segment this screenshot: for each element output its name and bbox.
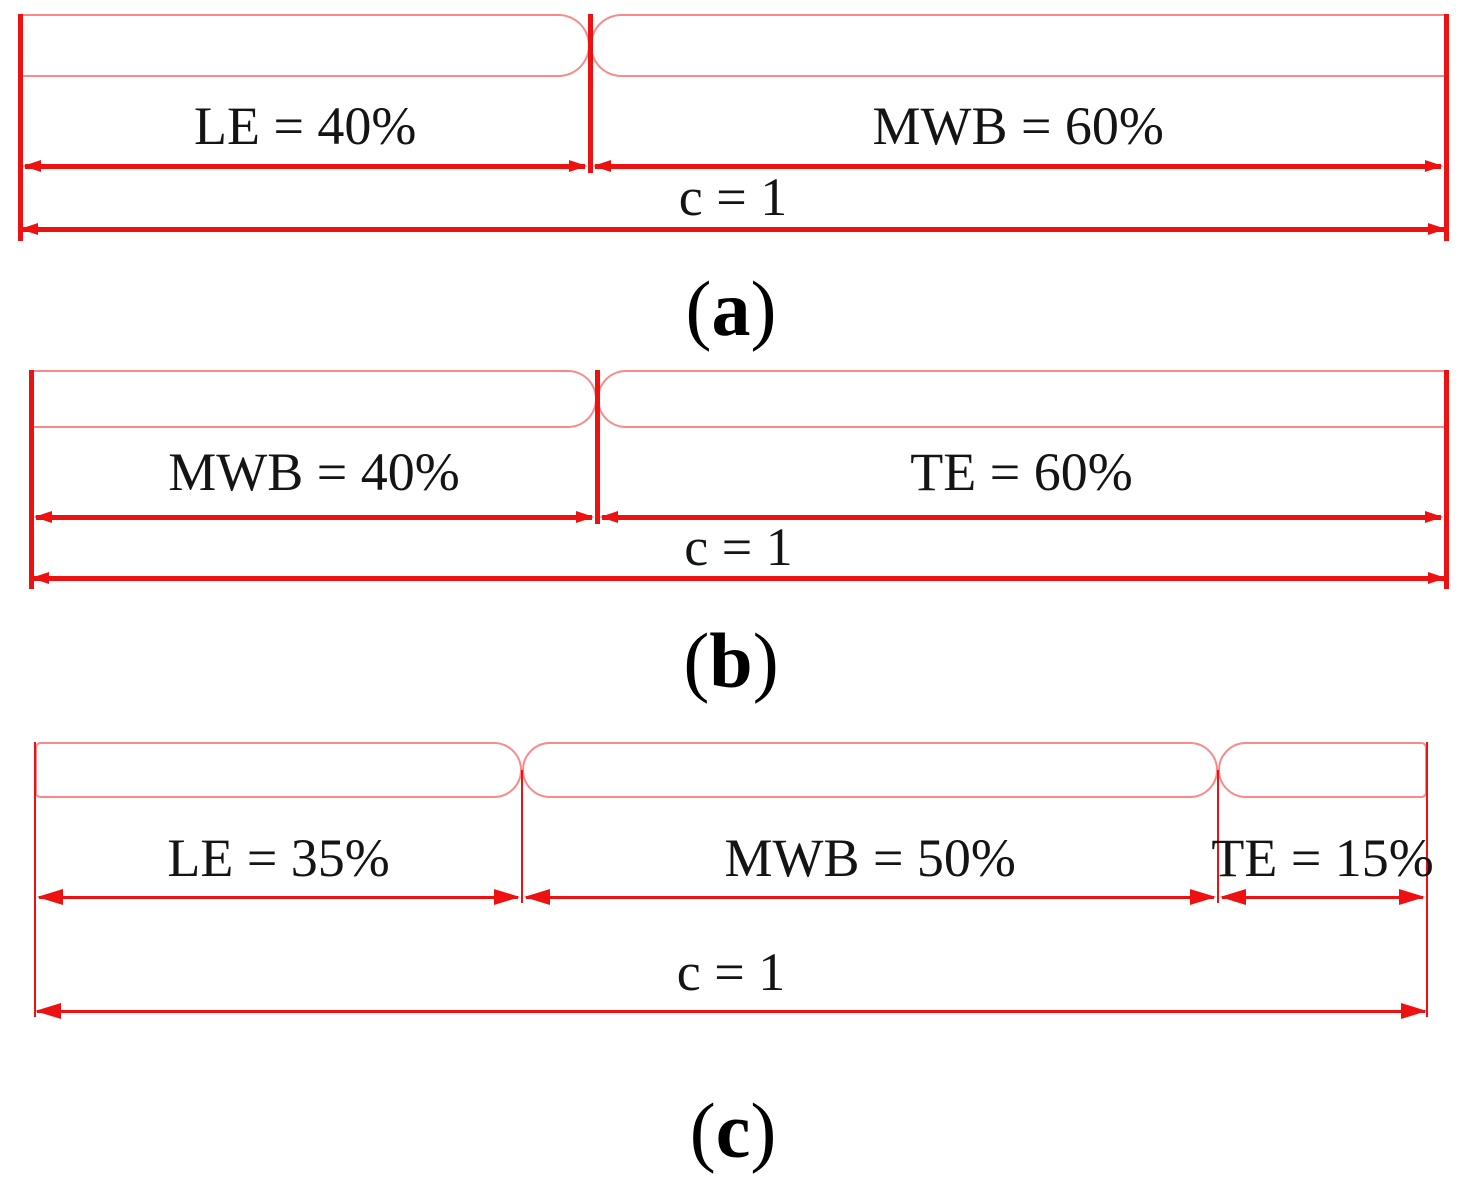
segment-label-mwb: MWB = 60% [872, 96, 1164, 156]
witness-line [28, 370, 34, 589]
witness-line [33, 742, 37, 1017]
arrowhead-right [494, 889, 521, 905]
arrowhead-right [1428, 572, 1446, 584]
arrow-shaft [22, 226, 1444, 232]
arrow-shaft [37, 1009, 1425, 1013]
panel-caption-c: (c) [690, 1092, 777, 1170]
segment-dimension-arrow-le [37, 889, 521, 905]
arrowhead-left [31, 572, 49, 584]
arrowhead-right [1190, 889, 1217, 905]
arrowhead-right [1428, 223, 1446, 235]
arrowhead-right [569, 160, 588, 172]
caption-letter: b [709, 617, 753, 704]
total-dimension-arrow [35, 1003, 1427, 1019]
segment-label-te: TE = 60% [910, 442, 1133, 502]
segment-dimension-arrow-mwb [524, 889, 1217, 905]
segment-dimension-arrow-te [600, 511, 1443, 523]
witness-line [17, 14, 23, 241]
witness-line [1425, 742, 1429, 1017]
witness-line [1443, 370, 1449, 589]
arrow-shaft [33, 575, 1444, 581]
segment-label-le: LE = 40% [193, 96, 417, 156]
segment-dimension-arrow-te [1220, 889, 1425, 905]
total-dimension-arrow [20, 223, 1446, 235]
segment-label-le: LE = 35% [167, 828, 390, 888]
arrowhead-left [524, 889, 551, 905]
arrow-shaft [39, 895, 519, 899]
caption-paren-close: ) [750, 1087, 777, 1174]
segment-dimension-arrow-le [23, 160, 588, 172]
segment-dimension-arrow-mwb [34, 511, 594, 523]
arrowhead-left [1220, 889, 1247, 905]
arrowhead-right [1401, 1003, 1427, 1019]
segment-label-te: TE = 15% [1211, 828, 1434, 888]
arrowhead-right [1398, 889, 1425, 905]
bar-segment-le [35, 742, 523, 798]
caption-letter: c [715, 1087, 751, 1174]
total-chord-label: c = 1 [678, 167, 788, 227]
arrowhead-left [34, 511, 52, 523]
arrowhead-right [1424, 160, 1443, 172]
caption-paren-open: ( [685, 265, 712, 352]
arrow-shaft [602, 514, 1441, 520]
bar-segment-mwb [590, 14, 1446, 77]
total-dimension-arrow [31, 572, 1446, 584]
caption-letter: a [711, 265, 751, 352]
bar-segment-le [20, 14, 591, 77]
caption-paren-open: ( [683, 617, 710, 704]
segment-divider-line [1216, 770, 1220, 903]
arrow-shaft [36, 514, 592, 520]
witness-line [1443, 14, 1449, 241]
segment-label-mwb: MWB = 40% [168, 442, 460, 502]
panel-caption-a: (a) [686, 270, 777, 348]
segment-divider-line [587, 14, 593, 173]
arrowhead-left [37, 889, 63, 905]
segment-divider-line [594, 370, 600, 524]
total-chord-label: c = 1 [676, 942, 786, 1002]
segment-divider-line [520, 770, 524, 903]
arrowhead-left [593, 160, 612, 172]
caption-paren-open: ( [689, 1087, 716, 1174]
arrow-shaft [1222, 895, 1423, 899]
arrowhead-left [600, 511, 618, 523]
total-chord-label: c = 1 [684, 517, 793, 577]
arrowhead-right [576, 511, 594, 523]
caption-paren-close: ) [750, 265, 777, 352]
bar-segment-te [597, 370, 1446, 428]
arrow-shaft [25, 163, 586, 169]
caption-paren-close: ) [752, 617, 779, 704]
segment-label-mwb: MWB = 50% [724, 828, 1016, 888]
arrowhead-left [20, 223, 38, 235]
arrow-shaft [595, 163, 1441, 169]
bar-segment-mwb [522, 742, 1219, 798]
arrowhead-left [23, 160, 41, 172]
arrow-shaft [526, 895, 1215, 899]
arrowhead-left [35, 1003, 61, 1019]
segment-dimension-arrow-mwb [593, 160, 1443, 172]
arrowhead-right [1425, 511, 1443, 523]
bar-segment-te [1218, 742, 1427, 798]
panel-caption-b: (b) [683, 622, 778, 700]
bar-segment-mwb [31, 370, 597, 428]
